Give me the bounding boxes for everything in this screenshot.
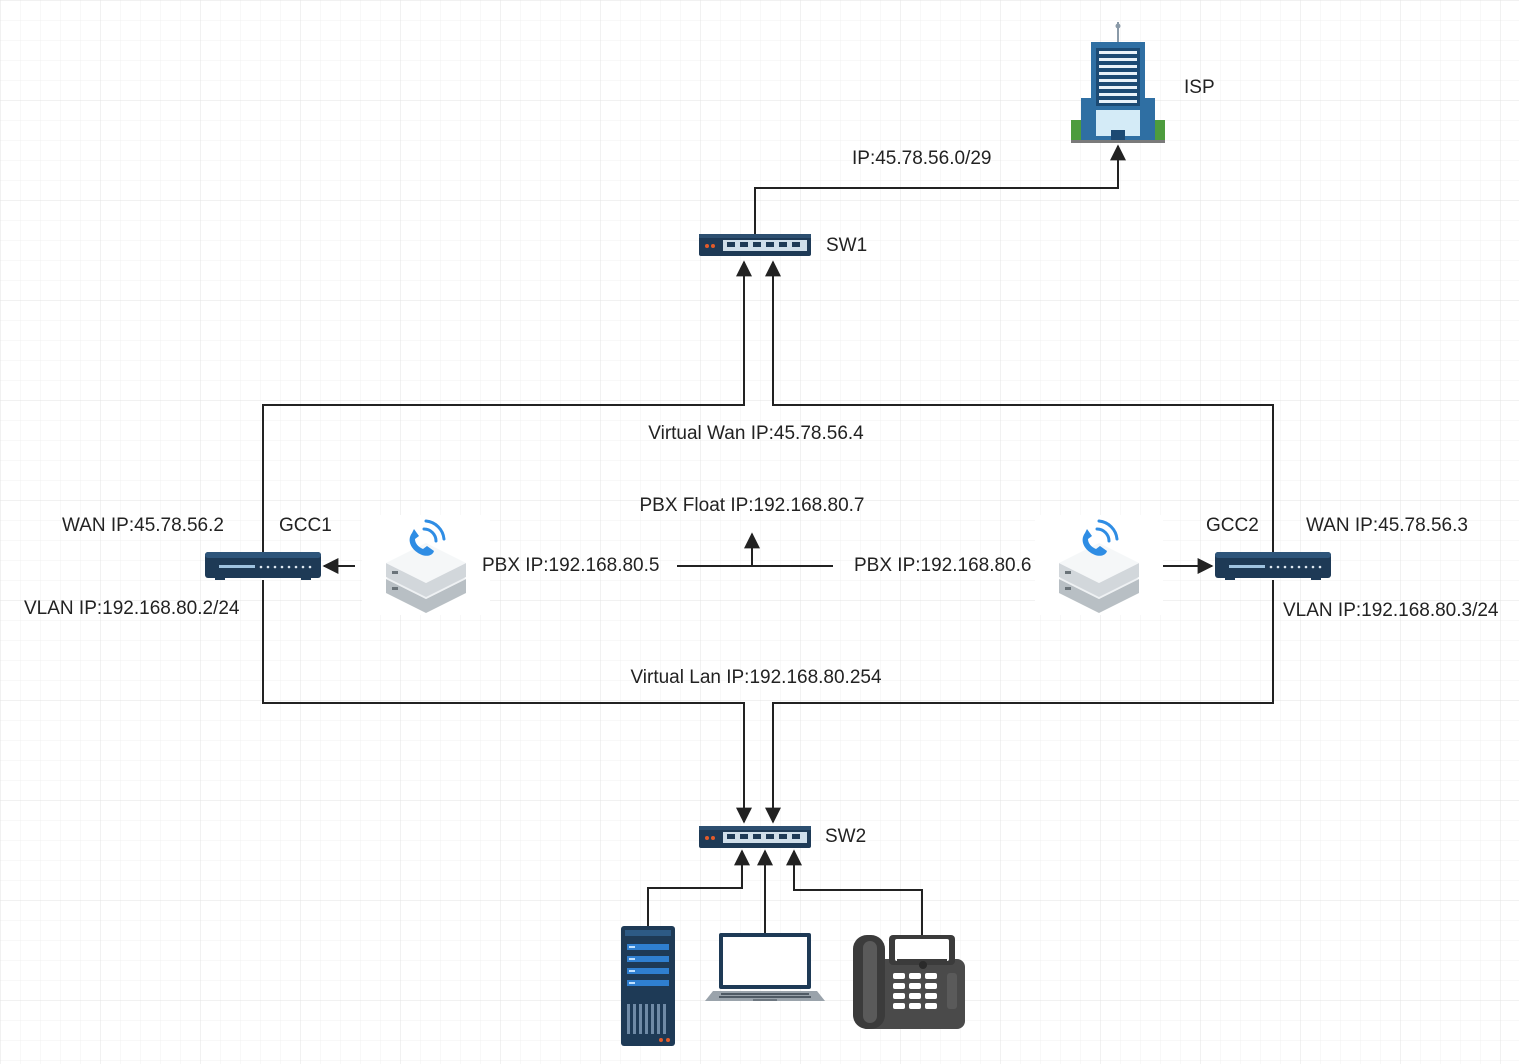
desk-phone-icon (853, 935, 965, 1029)
sw2-label: SW2 (825, 826, 867, 847)
server-tower-icon (621, 926, 675, 1046)
laptop-icon (705, 933, 825, 1001)
sw1-label: SW1 (826, 235, 868, 256)
sw1-switch-icon[interactable] (699, 234, 811, 256)
gcc1-wan-label: WAN IP:45.78.56.2 (62, 515, 224, 536)
link-gcc2-sw2 (765, 580, 1274, 824)
link-sw1-isp (754, 144, 1126, 234)
pbx2-server-icon[interactable] (1033, 513, 1165, 617)
gcc2-label: GCC2 (1206, 515, 1259, 536)
connection-lines (262, 144, 1274, 935)
sw2-switch-icon[interactable] (699, 826, 811, 848)
gcc1-vlan-label: VLAN IP:192.168.80.2/24 (24, 598, 240, 619)
gcc2-wan-label: WAN IP:45.78.56.3 (1306, 515, 1468, 536)
pbx-float-label: PBX Float IP:192.168.80.7 (639, 495, 865, 516)
gcc2-gateway-icon[interactable] (1215, 552, 1331, 580)
pbx2-ip-label: PBX IP:192.168.80.6 (854, 555, 1032, 576)
gcc1-gateway-icon[interactable] (205, 552, 321, 580)
link-server-sw2 (647, 849, 750, 928)
virtual-wan-label: Virtual Wan IP:45.78.56.4 (648, 423, 864, 444)
link-phone-sw2 (786, 849, 923, 935)
isp-subnet-label: IP:45.78.56.0/29 (852, 148, 992, 169)
link-gcc1-sw2 (262, 580, 752, 824)
isp-label: ISP (1184, 77, 1215, 98)
link-gcc2-sw1 (765, 260, 1274, 552)
virtual-lan-label: Virtual Lan IP:192.168.80.254 (630, 667, 882, 688)
gcc1-label: GCC1 (279, 515, 332, 536)
gcc2-vlan-label: VLAN IP:192.168.80.3/24 (1283, 600, 1499, 621)
pbx1-server-icon[interactable] (360, 513, 492, 617)
pbx1-ip-label: PBX IP:192.168.80.5 (482, 555, 660, 576)
link-gcc1-sw1 (262, 260, 752, 552)
office-building-icon (1071, 22, 1165, 143)
